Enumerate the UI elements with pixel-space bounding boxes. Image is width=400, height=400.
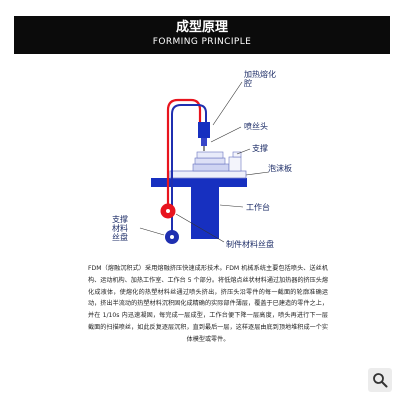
search-button[interactable] — [368, 368, 392, 392]
leader-line — [175, 213, 225, 243]
leader-line — [219, 204, 244, 208]
leader-line — [236, 148, 251, 155]
page-subtitle: FORMING PRINCIPLE — [152, 37, 252, 47]
label-support: 支撑 — [252, 143, 268, 153]
support-structure — [232, 151, 242, 158]
label-foam-board: 泡沫板 — [268, 163, 292, 173]
label-support-spool: 支撑材料丝盘 — [112, 214, 128, 242]
support-structure — [228, 156, 242, 172]
support-filament — [171, 104, 207, 231]
leader-line — [210, 126, 242, 143]
description-paragraph: FDM（熔融沉积式）采用熔融挤压快速成形技术。FDM 机械系统主要包括喷头、送丝… — [88, 265, 328, 343]
label-nozzle: 喷丝头 — [244, 121, 268, 131]
leader-line — [245, 171, 270, 176]
header-banner: 成型原理 FORMING PRINCIPLE — [14, 16, 390, 54]
fdm-diagram: 加热熔化腔 喷丝头 支撑 泡沫板 工作台 支撑材料丝盘 制件材料丝盘 — [112, 69, 292, 249]
label-workbench: 工作台 — [246, 202, 270, 212]
leader-line — [212, 81, 243, 126]
foam-board — [169, 170, 247, 179]
build-material-spool — [160, 203, 176, 219]
page-title: 成型原理 — [175, 20, 228, 35]
workbench-slab — [151, 178, 247, 187]
search-icon — [373, 373, 388, 388]
heater-chamber — [198, 122, 210, 138]
label-build-spool: 制件材料丝盘 — [226, 239, 274, 249]
workbench-column — [191, 186, 219, 239]
leader-line — [139, 227, 165, 236]
support-material-spool — [165, 230, 179, 244]
part-layer — [192, 163, 230, 172]
part-layer — [194, 157, 226, 165]
label-heater: 加热熔化腔 — [244, 69, 276, 88]
nozzle — [201, 138, 207, 146]
part-layer — [196, 151, 224, 159]
